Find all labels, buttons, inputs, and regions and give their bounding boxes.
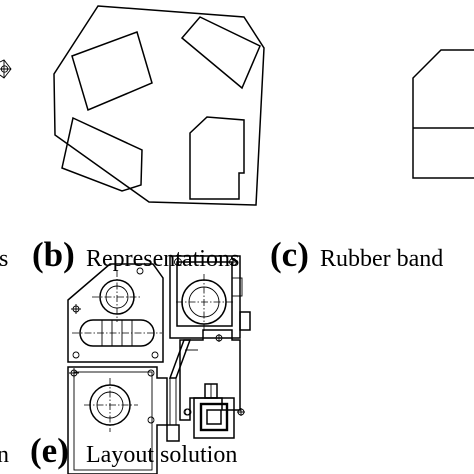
component-bottom-left (61, 116, 143, 192)
caption-d-text: n (0, 442, 9, 468)
caption-a-text: s (0, 246, 8, 272)
panel-a-fragment (0, 59, 12, 79)
caption-b-label: (b) (32, 235, 75, 274)
valve-component (183, 383, 245, 439)
rubber-band-outline (412, 49, 474, 179)
panel-e-layout-solution (67, 255, 251, 474)
caption-row-top: s (b) Representations (c) Rubber band (0, 235, 443, 274)
component-top-left (71, 31, 153, 112)
convex-hull (53, 5, 265, 206)
caption-e-text: Layout solution (86, 442, 237, 468)
caption-b-text: Representations (86, 246, 239, 272)
gearbox-component (67, 263, 164, 363)
panel-b-representations (53, 5, 265, 206)
component-top-right (180, 16, 261, 90)
connector-strip (166, 339, 192, 442)
panel-c-rubber-band (412, 49, 474, 179)
caption-c-text: Rubber band (320, 246, 443, 272)
component-bottom-right (189, 116, 245, 200)
motor-component (169, 255, 251, 339)
caption-e-label: (e) (30, 431, 69, 470)
caption-c-label: (c) (270, 235, 309, 274)
caption-row-bottom: n (e) Layout solution (0, 431, 237, 470)
